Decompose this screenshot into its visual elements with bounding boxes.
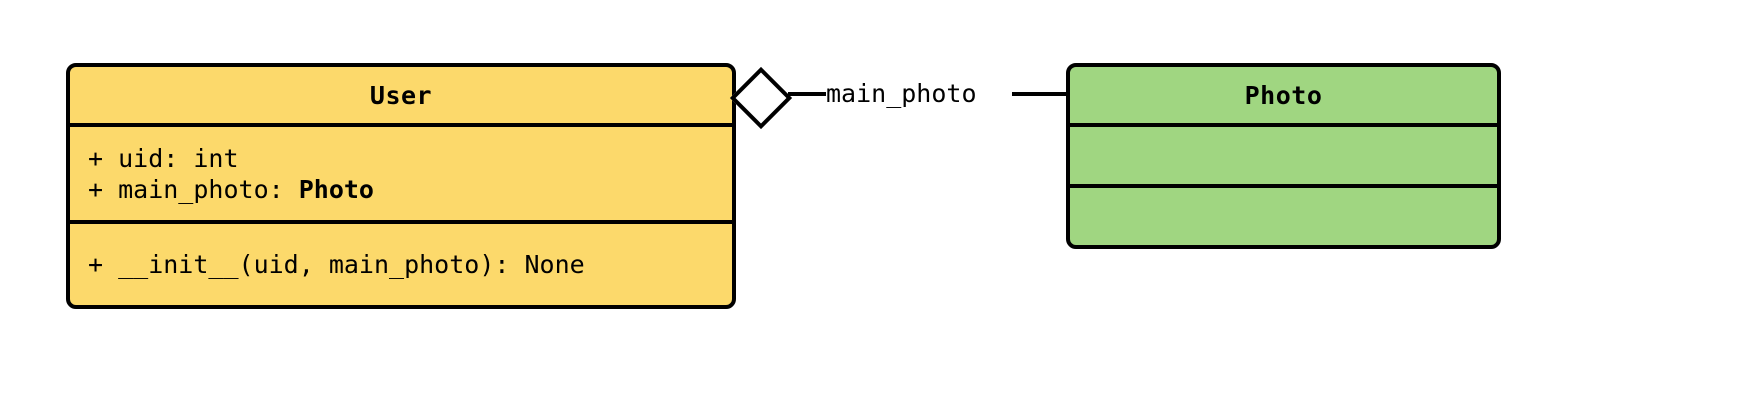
association-label: main_photo <box>826 79 977 108</box>
attributes-compartment-user: + uid: int + main_photo: Photo <box>70 123 732 220</box>
attribute-text: + uid: <box>88 143 194 173</box>
attribute-type: Photo <box>298 174 374 204</box>
attribute-text: + main_photo: <box>88 174 299 204</box>
class-box-photo[interactable]: Photo <box>1066 63 1501 249</box>
attribute-type: int <box>193 143 239 173</box>
association-line-right <box>1012 92 1068 96</box>
attributes-compartment-photo <box>1070 123 1497 184</box>
class-name-user: User <box>369 80 433 110</box>
attribute-row: + main_photo: Photo <box>88 174 732 205</box>
association-line-left <box>788 92 826 96</box>
method-row: + __init__(uid, main_photo): None <box>88 250 585 279</box>
class-box-user[interactable]: User + uid: int + main_photo: Photo + __… <box>66 63 736 309</box>
attribute-row: + uid: int <box>88 143 732 174</box>
methods-compartment-photo <box>1070 184 1497 245</box>
methods-compartment-user: + __init__(uid, main_photo): None <box>70 220 732 305</box>
aggregation-diamond-icon <box>729 66 793 130</box>
class-name-photo: Photo <box>1244 80 1323 110</box>
